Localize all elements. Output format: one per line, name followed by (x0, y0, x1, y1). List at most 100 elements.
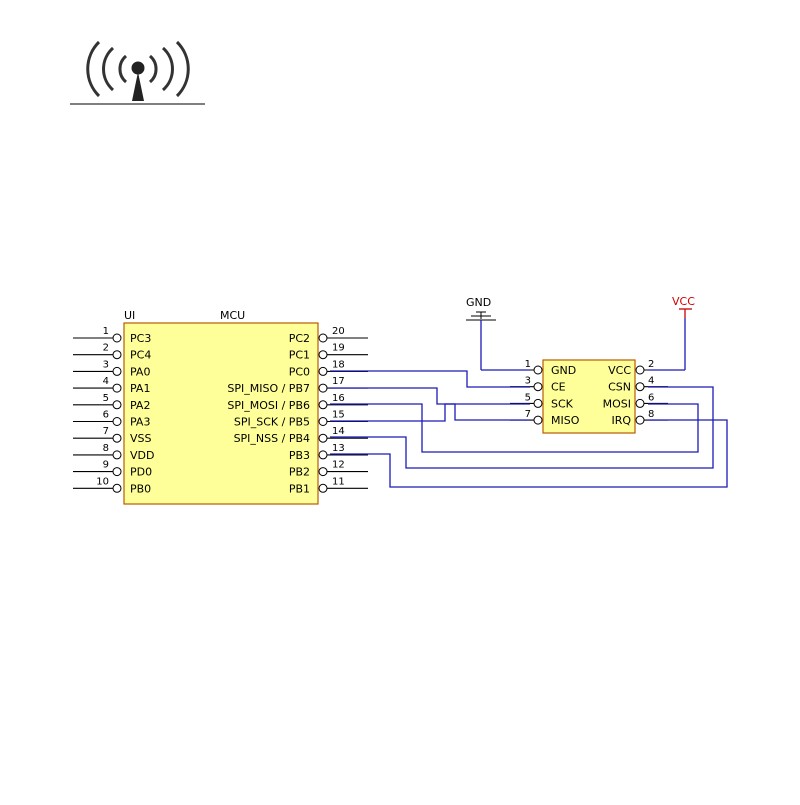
mcu-left-pin-number: 4 (103, 376, 109, 387)
module-left-pin-bubble (533, 365, 543, 375)
mcu-left-pin-bubble (112, 483, 122, 493)
module-left-pin-label: CE (551, 381, 566, 394)
mcu-right-pin-label: PC2 (289, 332, 310, 345)
mcu-right-pin-label: SPI_SCK / PB5 (234, 416, 310, 429)
mcu-right-pin-bubble (318, 366, 328, 376)
mcu-right-pin-label: PB1 (289, 482, 310, 495)
gnd-label: GND (466, 296, 491, 309)
mcu-right-pin-label: PC1 (289, 349, 310, 362)
wire-mosi (330, 403, 699, 453)
mcu-left-pin-bubble (112, 417, 122, 426)
module-left-pin-bubble (533, 415, 543, 425)
wire-sck (330, 403, 530, 422)
signal-wires (330, 370, 728, 488)
mcu-right-pin-number: 14 (332, 426, 345, 437)
module-right-pin-bubble (635, 365, 645, 375)
mcu-right-pin-label: SPI_MISO / PB7 (227, 382, 310, 395)
mcu-left-pin-label: PC4 (130, 349, 151, 362)
mcu-left-pin-label: VDD (130, 449, 154, 462)
mcu-right-pin-label: PC0 (289, 365, 310, 378)
mcu-left-pin-number: 8 (103, 443, 109, 454)
mcu-right-pin-label: PB2 (289, 466, 310, 479)
mcu-left-pin-bubble (112, 383, 122, 393)
mcu-left-pin-label: PA3 (130, 416, 150, 429)
mcu-left-pin-bubble (112, 366, 122, 376)
mcu-left-pin-label: PA2 (130, 399, 150, 412)
mcu-left-pin-number: 1 (103, 326, 109, 337)
module-left-pin-bubble (533, 398, 543, 408)
mcu-right-pin-bubble (318, 433, 328, 443)
wire-nss-csn (330, 386, 714, 469)
module-right-pin-label: CSN (608, 381, 631, 394)
mcu-right-pin-number: 20 (332, 326, 345, 337)
module-right-pin-number: 4 (648, 376, 654, 387)
module-left-pin-bubble (533, 382, 543, 392)
mcu-left-pin-number: 5 (103, 393, 109, 404)
mcu-right-pin-label: PB3 (289, 449, 310, 462)
module-left-pin-number: 7 (525, 409, 531, 420)
mcu-right-pin-bubble (318, 350, 328, 360)
mcu-left-pin-label: PA0 (130, 365, 150, 378)
vcc-label: VCC (672, 295, 695, 308)
mcu-left-pin-number: 3 (103, 359, 109, 370)
mcu-left-pin-bubble (112, 333, 122, 343)
gnd-symbol: GND (466, 296, 530, 371)
module-left-pin-number: 3 (525, 376, 531, 387)
module-right-pin-label: IRQ (611, 414, 631, 427)
mcu-right-pin-bubble (318, 483, 328, 493)
mcu-right-pin-bubble (318, 417, 328, 426)
rf-module-left-pins: 1 GND 3 CE 5 SCK 7 MISO (510, 359, 580, 427)
mcu-right-pin-number: 16 (332, 393, 345, 404)
module-right-pin-label: VCC (608, 364, 631, 377)
mcu-right-pin-bubble (318, 333, 328, 343)
rf-module-body (542, 359, 636, 434)
mcu-right-pin-number: 17 (332, 376, 345, 387)
vcc-symbol: VCC (648, 295, 695, 371)
module-right-pin-label: MOSI (603, 397, 631, 410)
mcu-left-pin-bubble (112, 467, 122, 477)
wire-pc0-ce (330, 370, 530, 388)
mcu-left-pin-number: 7 (103, 426, 109, 437)
mcu-left-pin-label: PD0 (130, 466, 152, 479)
mcu-right-pin-number: 12 (332, 460, 345, 471)
mcu-left-title: UI (124, 309, 135, 322)
mcu-left-pin-number: 6 (103, 410, 109, 421)
module-right-pin-number: 2 (648, 359, 654, 370)
module-right-pin-bubble (635, 415, 645, 425)
module-right-pin-bubble (635, 382, 645, 392)
mcu-left-pin-bubble (112, 350, 122, 360)
mcu-right-pin-label: SPI_MOSI / PB6 (227, 399, 310, 412)
mcu-right-pin-bubble (318, 383, 328, 393)
mcu-right-pin-number: 13 (332, 443, 345, 454)
module-right-pin-bubble (635, 398, 645, 408)
module-left-pin-label: MISO (551, 414, 580, 427)
module-left-pin-label: GND (551, 364, 576, 377)
module-left-pin-number: 1 (525, 359, 531, 370)
mcu-title: MCU (220, 309, 245, 322)
mcu-left-pin-number: 9 (103, 460, 109, 471)
mcu-right-pin-number: 11 (332, 476, 345, 487)
mcu-left-pin-label: PC3 (130, 332, 151, 345)
module-right-pin-number: 8 (648, 409, 654, 420)
mcu-right-pin-number: 15 (332, 410, 345, 421)
mcu-left-pin-number: 2 (103, 343, 109, 354)
mcu-left-pin-number: 10 (96, 476, 109, 487)
wireless-antenna-icon (70, 40, 205, 105)
module-right-pin-number: 6 (648, 392, 654, 403)
module-left-pin-number: 5 (525, 392, 531, 403)
mcu-right-pin-bubble (318, 450, 328, 460)
mcu-right-pin-number: 18 (332, 359, 345, 370)
module-left-pin-label: SCK (551, 397, 574, 410)
mcu-left-pin-bubble (112, 450, 122, 460)
mcu-left-pin-label: VSS (130, 432, 152, 445)
mcu-left-pin-bubble (112, 400, 122, 410)
mcu-chip-body (123, 322, 319, 505)
rf-module-right-pins: 2 VCC 4 CSN 6 MOSI 8 IRQ (603, 359, 668, 427)
mcu-right-pin-number: 19 (332, 343, 345, 354)
mcu-left-pin-label: PB0 (130, 482, 151, 495)
mcu-left-pin-bubble (112, 433, 122, 443)
mcu-right-pin-bubble (318, 400, 328, 410)
mcu-right-pin-bubble (318, 467, 328, 477)
